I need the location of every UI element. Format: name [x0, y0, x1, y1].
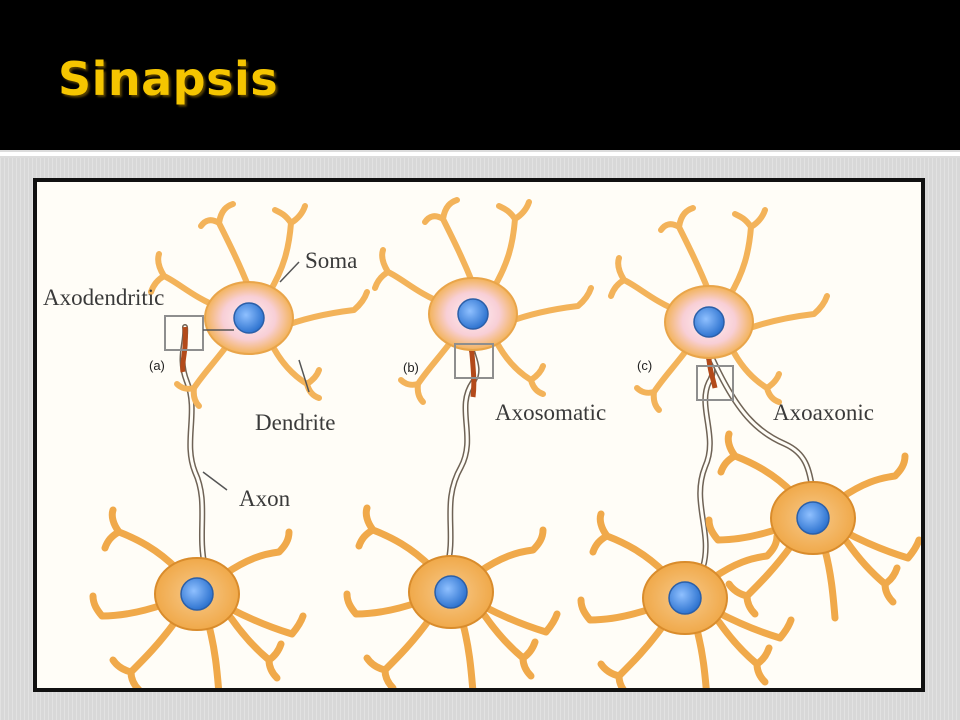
label-dendrite: Dendrite [255, 410, 336, 435]
slide-title: Sinapsis [58, 52, 279, 106]
panel-tag-a: (a) [149, 358, 165, 373]
neuron-c-top [611, 208, 827, 410]
neuron-a-bottom [93, 510, 303, 688]
label-soma: Soma [305, 248, 358, 273]
title-divider [0, 152, 960, 156]
neuron-c-right [709, 434, 919, 618]
label-axodendritic: Axodendritic [43, 285, 165, 310]
panel-a [93, 204, 367, 688]
label-axon: Axon [239, 486, 291, 511]
label-axoaxonic: Axoaxonic [773, 400, 874, 425]
synapse-diagram: Soma Axodendritic Dendrite Axon Axosomat… [33, 178, 925, 692]
neuron-c-bottom [581, 514, 791, 688]
panel-b [347, 200, 591, 688]
panel-c [581, 208, 919, 688]
title-bar: Sinapsis [0, 0, 960, 156]
axosomatic-callout-box [454, 343, 494, 379]
axodendritic-callout-box [164, 315, 204, 351]
synapse-diagram-svg [37, 182, 921, 688]
panel-tag-c: (c) [637, 358, 653, 373]
label-axosomatic: Axosomatic [495, 400, 607, 425]
panel-tag-b: (b) [403, 360, 419, 375]
axoaxonic-callout-box [696, 365, 734, 401]
